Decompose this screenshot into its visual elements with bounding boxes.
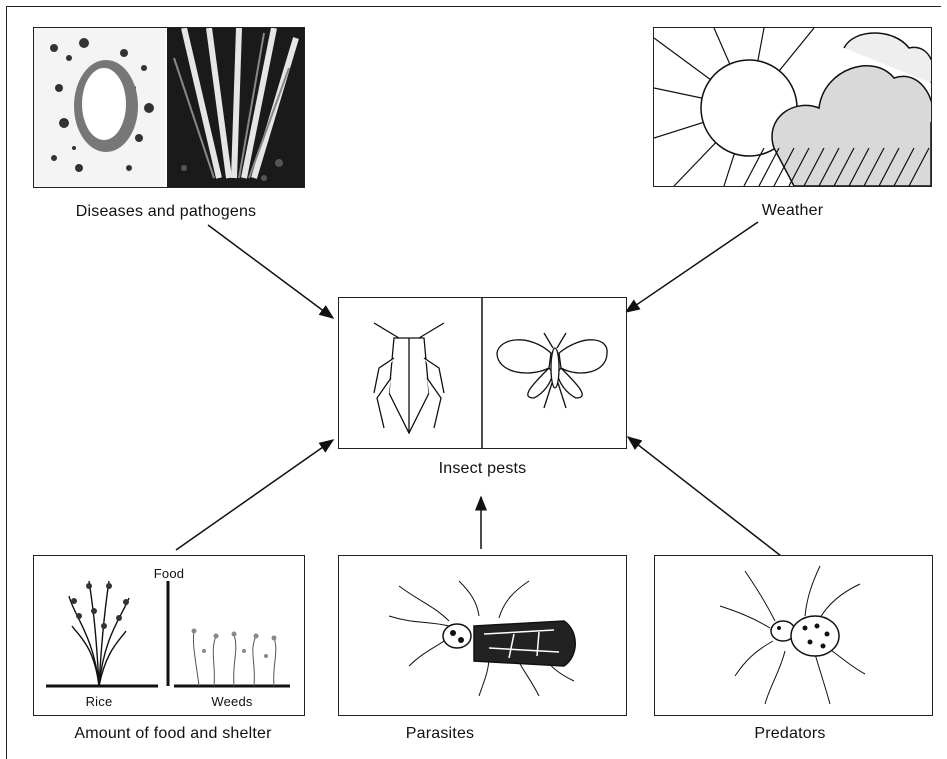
food-shelter-caption: Amount of food and shelter xyxy=(74,725,272,742)
diseases-panel xyxy=(33,27,305,188)
food-shelter-panel: Food Rice Weeds xyxy=(33,555,305,716)
food-axis-label: Food xyxy=(153,566,185,581)
diseased-plant-photos xyxy=(34,28,304,187)
weather-caption: Weather xyxy=(761,202,824,219)
insect-pests-caption: Insect pests xyxy=(438,460,527,477)
diseases-caption: Diseases and pathogens xyxy=(75,203,257,220)
sun-cloud-rain-illustration xyxy=(654,28,931,186)
predators-panel xyxy=(654,555,933,716)
rice-label: Rice xyxy=(85,694,113,709)
rice-and-weeds-illustration xyxy=(46,580,290,688)
spider-predator-illustration xyxy=(719,565,866,705)
predators-caption: Predators xyxy=(754,725,826,742)
insect-pests-panel xyxy=(338,297,627,449)
weather-panel xyxy=(653,27,932,187)
parasites-panel xyxy=(338,555,627,716)
weeds-label: Weeds xyxy=(211,694,253,709)
parasitized-hopper-illustration xyxy=(388,580,576,697)
parasites-caption: Parasites xyxy=(405,725,475,742)
leafhopper-and-moth-illustration xyxy=(373,298,608,448)
diagram-frame xyxy=(6,6,941,759)
